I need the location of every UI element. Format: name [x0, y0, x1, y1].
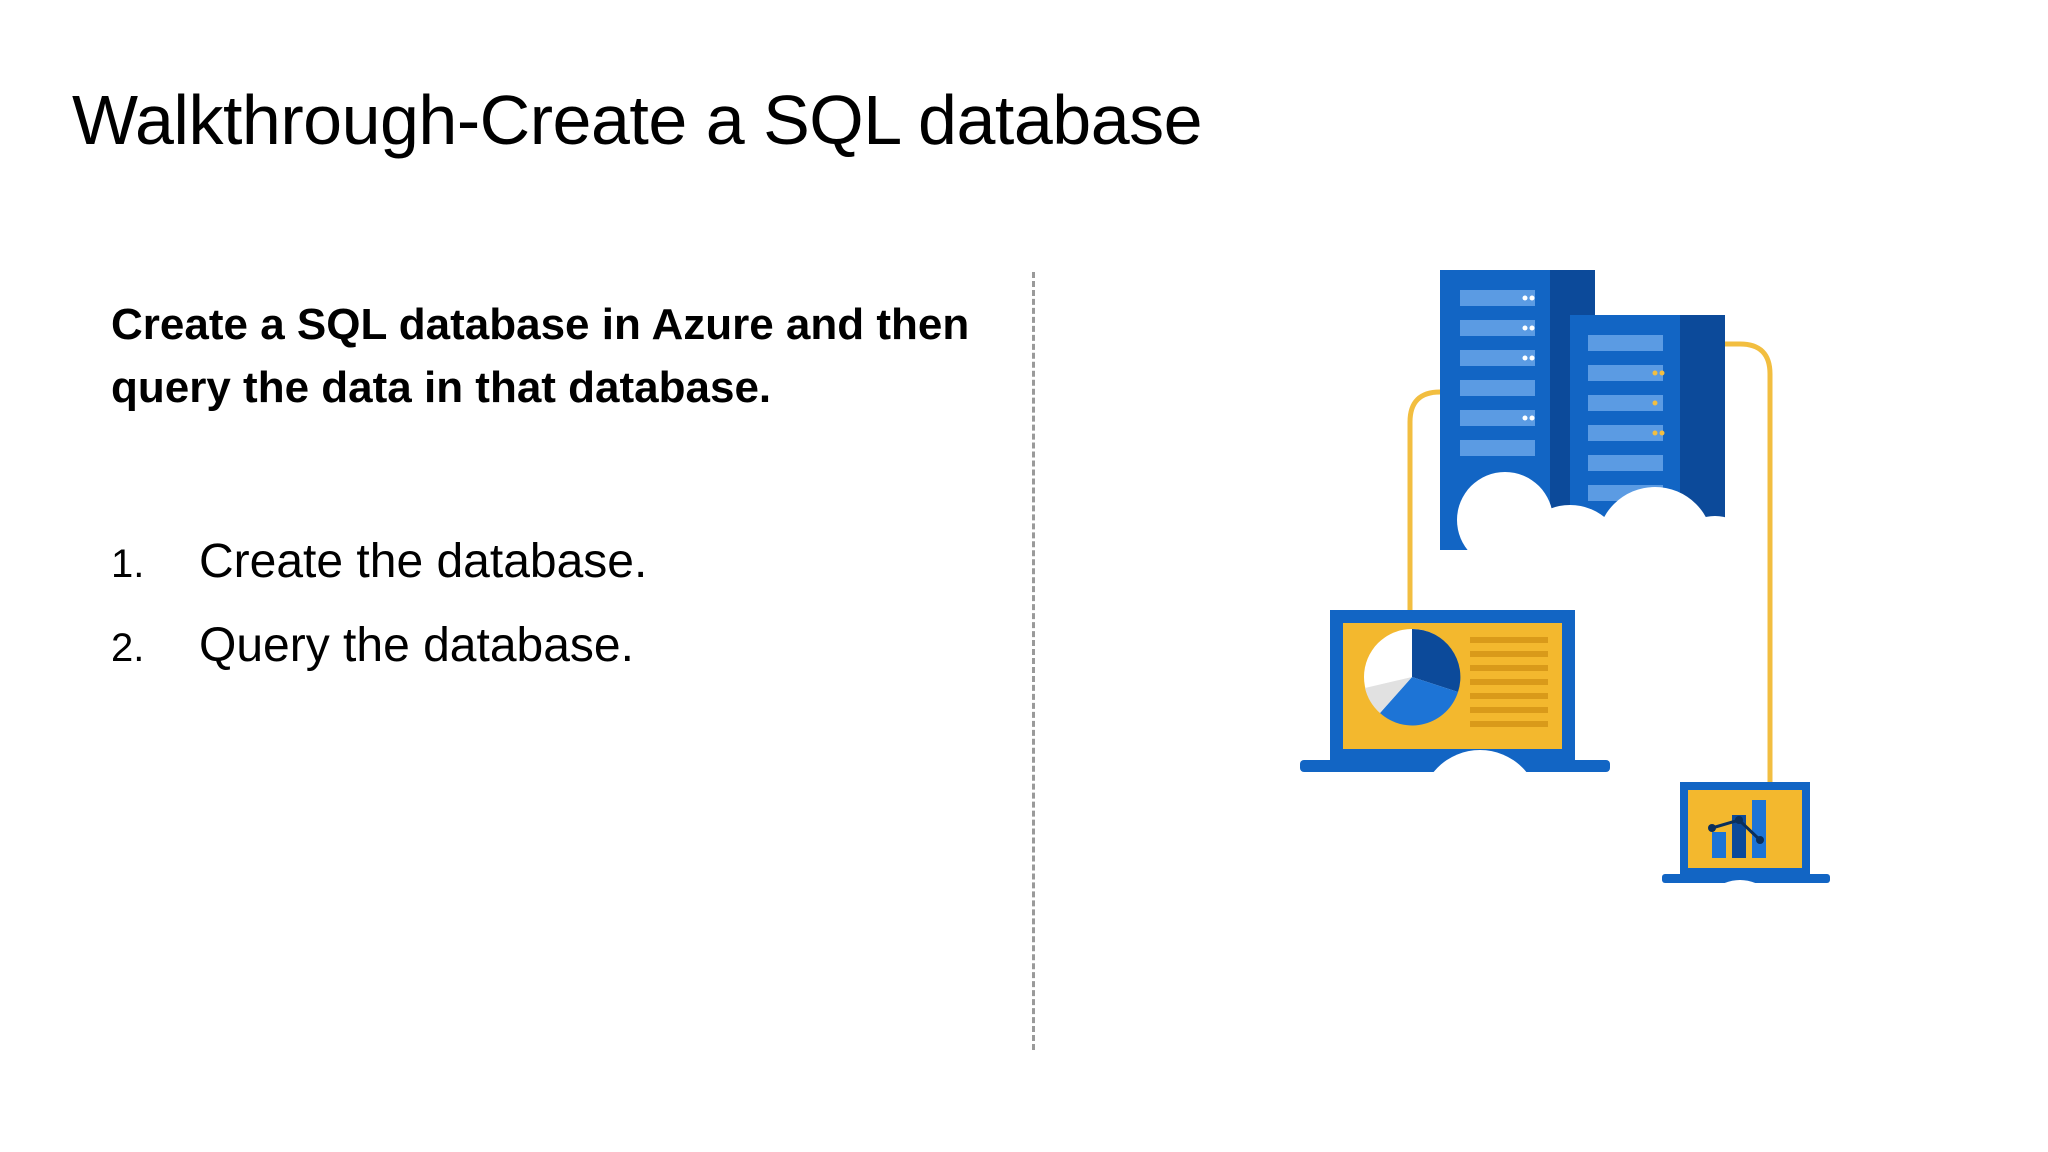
laptop-right: [1662, 782, 1830, 883]
steps-list: 1. Create the database. 2. Query the dat…: [111, 520, 647, 688]
laptop-left: [1300, 610, 1610, 772]
list-item: 2. Query the database.: [111, 604, 647, 688]
connector-line-left: [1407, 389, 1543, 628]
cloud-database-icon: [1300, 270, 1830, 940]
connector-line-right: [1671, 341, 1773, 795]
step-number: 2.: [111, 626, 145, 670]
list-item: 1. Create the database.: [111, 520, 647, 604]
cloud-top: [1457, 472, 1760, 615]
step-number: 1.: [111, 542, 145, 586]
cloud-bottom-right: [1700, 880, 1830, 940]
cloud-bottom-left: [1370, 750, 1610, 880]
intro-text: Create a SQL database in Azure and then …: [111, 300, 970, 412]
server-rack-left: [1440, 270, 1595, 550]
step-text: Query the database.: [199, 619, 634, 672]
step-text: Create the database.: [199, 535, 648, 588]
slide-title: Walkthrough-Create a SQL database: [72, 81, 1203, 159]
dashed-divider: [1032, 272, 1035, 1050]
